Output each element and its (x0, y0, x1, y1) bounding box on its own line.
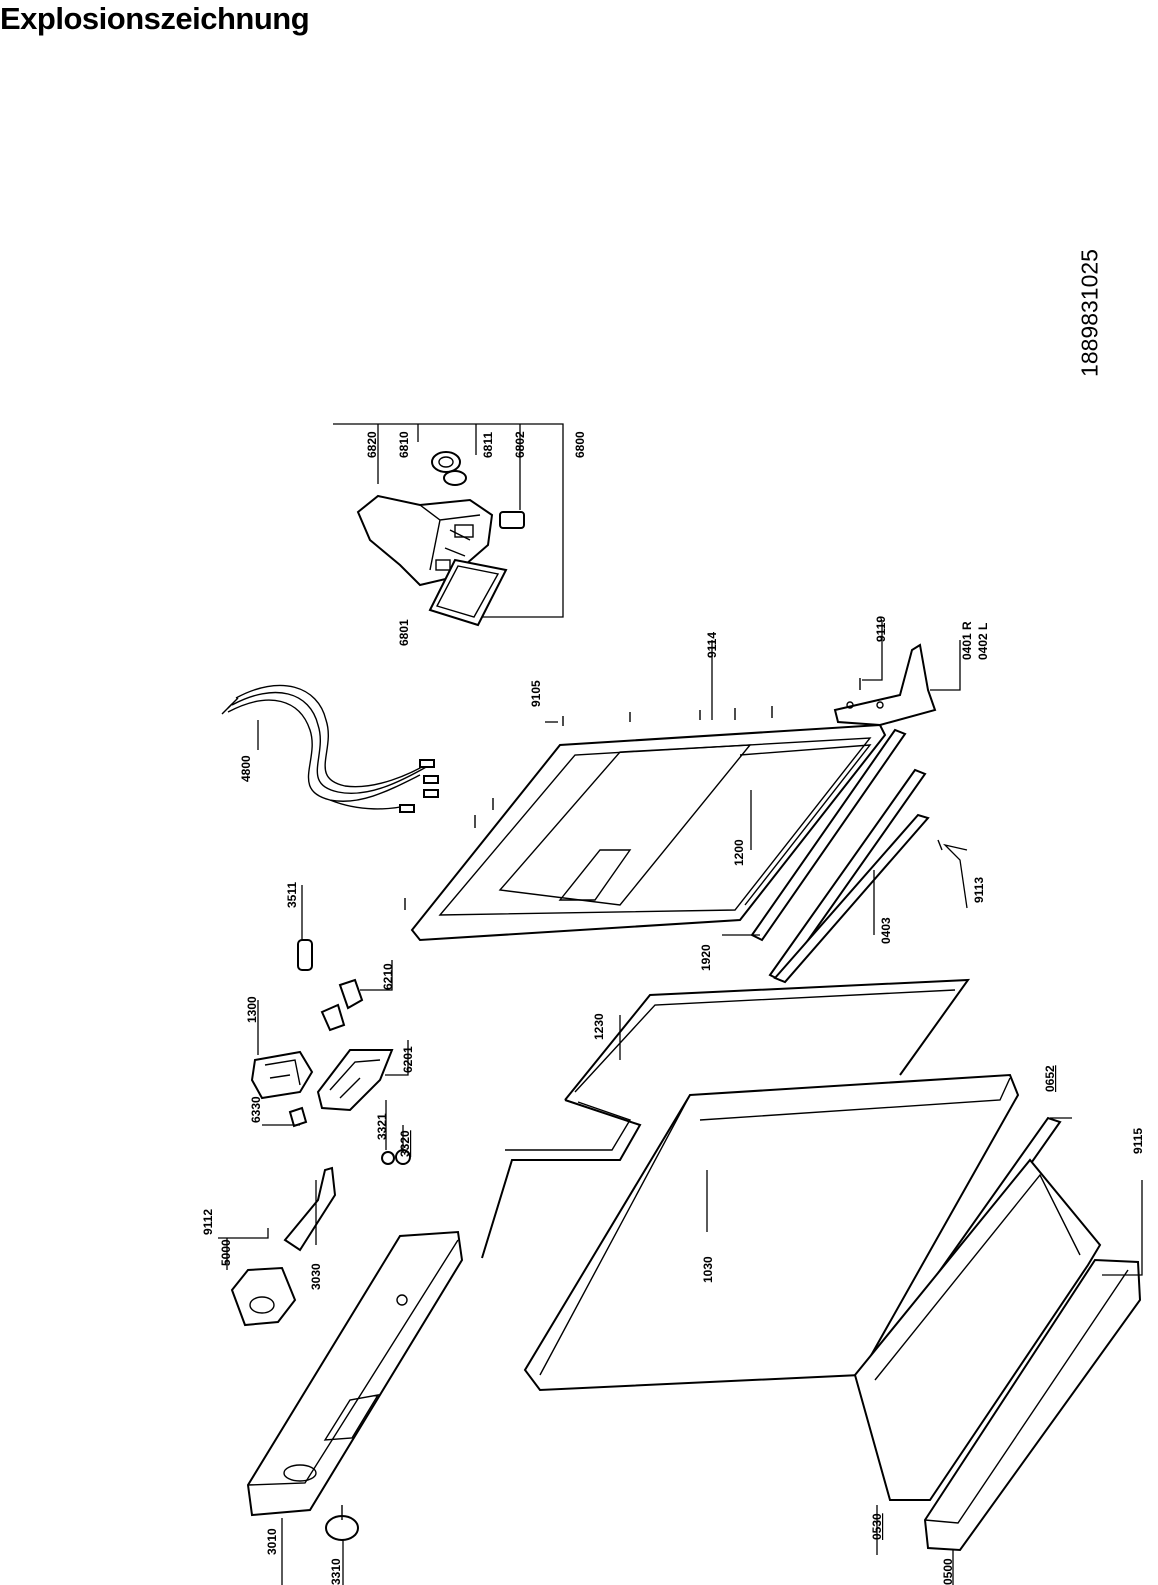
label-1230: 1230 (592, 1013, 606, 1040)
label-9112: 9112 (201, 1209, 215, 1235)
panel-0530 (853, 1158, 1102, 1501)
bracket-6800 (333, 423, 564, 618)
label-0402: 0402 L (976, 623, 990, 660)
label-0652: 0652 (1043, 1065, 1057, 1092)
label-9115: 9115 (1131, 1128, 1145, 1154)
label-0530: 0530 (870, 1513, 884, 1540)
label-1200: 1200 (732, 839, 746, 866)
page-title: Explosionszeichnung (0, 1, 310, 36)
label-6330: 6330 (249, 1096, 263, 1123)
ring-6811 (443, 470, 467, 486)
label-9114: 9114 (705, 632, 719, 658)
label-6811: 6811 (481, 432, 495, 458)
inner-door-frame-1200 (410, 723, 887, 942)
seal-frame-6801 (428, 558, 508, 627)
label-9119: 9119 (874, 616, 888, 642)
label-3310: 3310 (329, 1558, 343, 1585)
hinge-0401-0402 (833, 643, 937, 727)
label-6820: 6820 (365, 431, 379, 458)
clip-6802 (499, 511, 525, 529)
label-1030: 1030 (701, 1256, 715, 1283)
label-3320: 3320 (398, 1130, 412, 1157)
label-3321: 3321 (375, 1113, 389, 1140)
part-6330 (288, 1106, 308, 1128)
label-6201: 6201 (401, 1046, 415, 1073)
gasket-1230 (481, 978, 971, 1259)
label-9105: 9105 (529, 680, 543, 707)
part-3511 (297, 939, 313, 971)
label-1300: 1300 (245, 996, 259, 1023)
label-3511: 3511 (285, 882, 299, 908)
kick-plate-0500 (923, 1258, 1142, 1552)
bracket-3030 (283, 1166, 337, 1252)
label-6800: 6800 (573, 431, 587, 458)
control-panel-3010 (246, 1230, 464, 1517)
switches-6210 (320, 978, 364, 1032)
label-1920: 1920 (699, 944, 713, 971)
component-6201 (316, 1049, 394, 1112)
label-0403: 0403 (879, 917, 893, 944)
leader-lines (218, 620, 1143, 1585)
label-0500: 0500 (941, 1558, 955, 1585)
wiring-harness-4800 (221, 684, 439, 813)
component-5000 (230, 1266, 297, 1327)
knob-3310 (325, 1505, 359, 1541)
strip-0403b (773, 813, 930, 984)
label-0401: 0401 R (960, 621, 974, 660)
label-3010: 3010 (265, 1528, 279, 1555)
label-9113: 9113 (972, 877, 986, 903)
label-5000: 5000 (219, 1239, 233, 1266)
screws (404, 678, 943, 910)
label-6810: 6810 (397, 431, 411, 458)
knob-6810 (431, 451, 461, 473)
part-labels: 6820 6810 6811 6802 6800 6801 9119 0401 … (201, 431, 1145, 1585)
label-6801: 6801 (397, 619, 411, 646)
label-3030: 3030 (309, 1263, 323, 1290)
rail-1920 (750, 728, 907, 942)
label-4800: 4800 (239, 755, 253, 782)
component-1300 (250, 1050, 314, 1100)
label-6210: 6210 (381, 963, 395, 990)
label-6802: 6802 (513, 431, 527, 458)
